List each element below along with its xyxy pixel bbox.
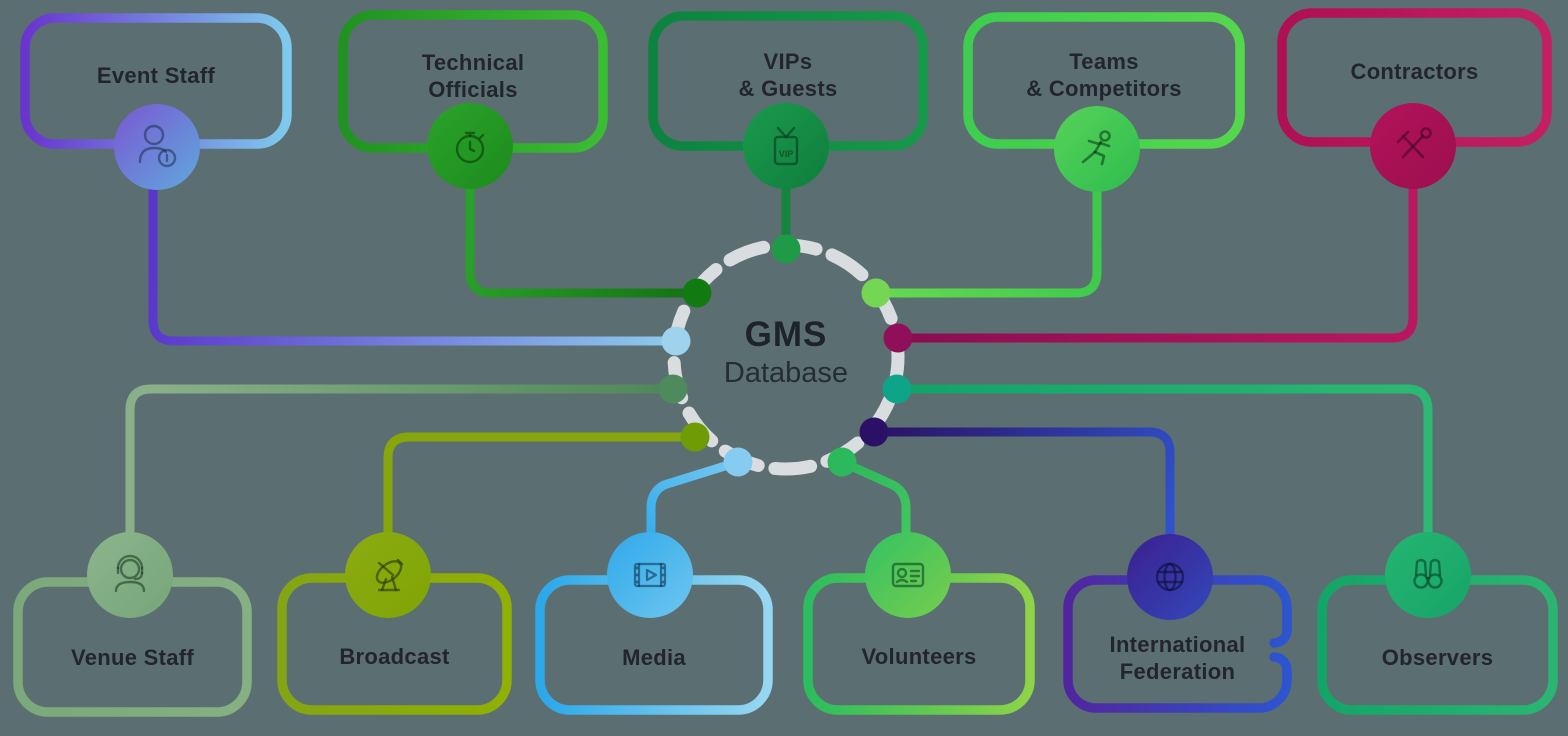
international-federation-connector <box>869 427 1175 562</box>
id-card-icon <box>865 532 951 618</box>
media-dot <box>723 447 753 477</box>
observers-connector <box>892 384 1433 560</box>
group-icons: VIP <box>87 103 1471 620</box>
tools-icon <box>1370 103 1456 189</box>
broadcast-dot <box>680 422 710 452</box>
runner-icon <box>1054 106 1140 192</box>
vip-pass-icon: VIP <box>743 103 829 189</box>
volunteers-connector <box>837 457 911 560</box>
technical-officials-dot <box>682 278 712 308</box>
observers-dot <box>882 374 912 404</box>
venue-staff-dot <box>658 374 688 404</box>
contractors-dot <box>883 323 913 353</box>
headset-person-icon <box>87 532 173 618</box>
binoculars-icon <box>1385 532 1471 618</box>
film-strip-icon <box>607 532 693 618</box>
volunteers-dot <box>827 447 857 477</box>
event-staff-dot <box>661 326 691 356</box>
contractors-connector <box>893 163 1418 343</box>
international-federation-dot <box>859 417 889 447</box>
broadcast-connector <box>383 432 700 560</box>
connector-lines <box>125 163 1433 562</box>
venue-staff-connector <box>125 384 678 560</box>
ring-dots <box>658 234 913 477</box>
vips-guests-dot <box>771 234 801 264</box>
globe-icon <box>1127 534 1213 620</box>
event-staff-connector <box>148 163 681 346</box>
person-badge-icon <box>114 104 200 190</box>
teams-competitors-dot <box>861 278 891 308</box>
technical-officials-connector <box>465 163 702 298</box>
teams-competitors-connector <box>871 165 1102 298</box>
stopwatch-icon <box>427 103 513 189</box>
media-connector <box>646 457 743 560</box>
international-federation-box <box>1063 575 1292 713</box>
satellite-dish-icon <box>345 532 431 618</box>
svg-text:VIP: VIP <box>779 149 794 159</box>
